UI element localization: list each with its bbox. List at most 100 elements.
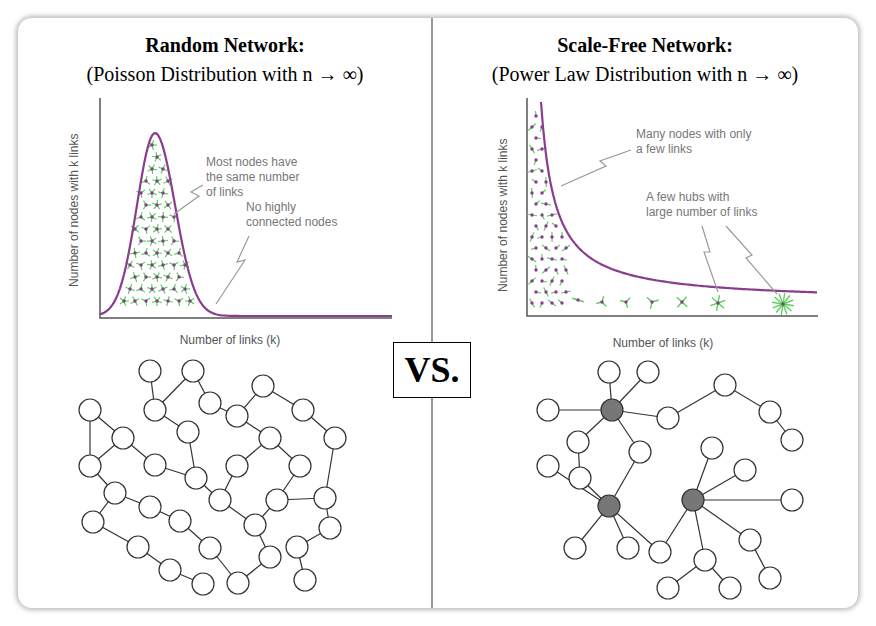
network-node [598, 361, 620, 383]
star-center [530, 191, 533, 194]
degree-star [534, 265, 537, 272]
degree-star [542, 245, 550, 251]
degree-star [677, 297, 687, 307]
star-center [144, 179, 147, 182]
star-center [564, 246, 567, 249]
network-node [781, 429, 803, 451]
network-node [192, 573, 214, 595]
degree-star [531, 246, 537, 249]
network-node [252, 375, 274, 397]
network-node [567, 431, 589, 453]
network-node [657, 577, 679, 599]
network-node [292, 399, 314, 421]
vs-text: VS. [404, 352, 459, 388]
leader-line [561, 150, 631, 186]
network-node [227, 572, 249, 594]
degree-star [136, 212, 144, 220]
degree-star [158, 236, 168, 246]
star-center [155, 155, 158, 158]
star-center [530, 125, 533, 128]
degree-star [551, 290, 558, 293]
star-center [544, 290, 547, 293]
star-center [540, 147, 543, 150]
poisson-curve [100, 133, 392, 316]
degree-star [130, 248, 140, 258]
axis-label: Number of links (k) [613, 336, 714, 350]
network-node [537, 399, 559, 421]
degree-star [527, 169, 537, 172]
degree-star [530, 299, 535, 308]
star-center [530, 213, 533, 216]
degree-star [537, 235, 544, 238]
scale-free-network [537, 361, 803, 599]
degree-star [596, 296, 606, 306]
star-center [550, 235, 553, 238]
network-node [244, 514, 266, 536]
degree-star [558, 300, 564, 305]
network-node [139, 496, 161, 518]
star-center [544, 202, 547, 205]
star-center [150, 191, 153, 194]
callout-note: A few hubs with large number of links [646, 190, 759, 220]
degree-star [540, 279, 547, 282]
star-center [544, 246, 547, 249]
degree-star [540, 301, 544, 307]
network-node [127, 536, 149, 558]
degree-star [530, 232, 534, 241]
degree-star [171, 236, 179, 245]
degree-star [560, 232, 563, 239]
network-node [159, 559, 181, 581]
panel-title: Scale-Free Network: [557, 33, 733, 57]
vs-box: VS. [393, 342, 470, 398]
star-center [554, 246, 557, 249]
star-center [576, 298, 579, 301]
network-node [185, 467, 207, 489]
network-node [259, 546, 281, 568]
star-center [530, 301, 533, 304]
degree-star [153, 224, 162, 233]
star-center [534, 268, 537, 271]
network-node [286, 536, 308, 558]
degree-star [136, 262, 145, 270]
star-center [150, 215, 153, 218]
star-center [530, 235, 533, 238]
network-node [719, 577, 741, 599]
degree-star [528, 256, 536, 262]
degree-star [138, 237, 146, 246]
degree-star [560, 257, 567, 260]
star-center [128, 287, 131, 290]
star-center [534, 290, 537, 293]
network-node [694, 549, 716, 571]
star-center [530, 147, 533, 150]
network-node [714, 374, 736, 396]
degree-star [152, 152, 161, 161]
leader-line [726, 226, 777, 294]
chart-axes [527, 98, 818, 316]
star-center [540, 279, 543, 282]
network-node [104, 482, 126, 504]
degree-star [544, 288, 549, 297]
star-center [560, 235, 563, 238]
leader-line [216, 236, 249, 304]
callout-note: Most nodes have the same number of links [206, 155, 302, 200]
star-center [144, 227, 147, 230]
network-node [112, 427, 134, 449]
degree-star [164, 249, 172, 257]
network-node [259, 427, 281, 449]
network-node [569, 467, 591, 489]
degree-star [544, 177, 547, 187]
panel-subtitle: (Poisson Distribution with n → ∞) [86, 62, 363, 86]
divider-line [432, 18, 433, 608]
network-node [226, 455, 248, 477]
degree-star [572, 298, 583, 302]
network-node [199, 537, 221, 559]
hub-node [598, 495, 620, 517]
network-node [294, 569, 316, 591]
star-center [122, 299, 125, 302]
degree-star [541, 202, 551, 205]
star-center [534, 180, 537, 183]
star-center [534, 158, 537, 161]
degree-star [152, 200, 161, 209]
star-center [155, 179, 158, 182]
